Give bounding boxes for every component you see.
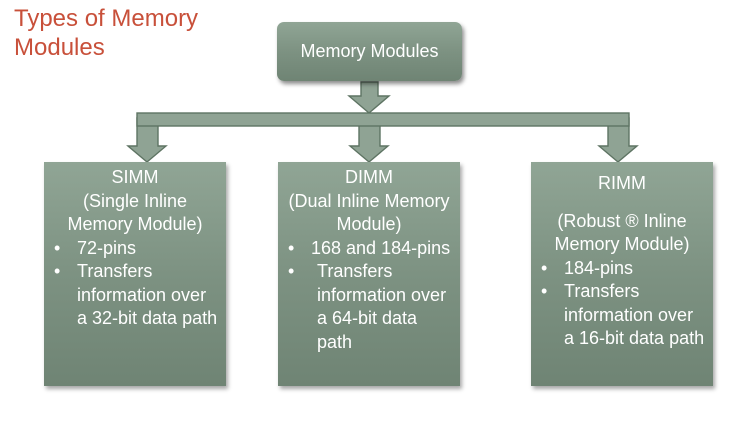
module-name: SIMM <box>111 167 159 187</box>
root-node-memory-modules: Memory Modules <box>277 22 462 81</box>
bullet-pins: 72-pins <box>52 237 218 261</box>
module-name: DIMM <box>345 167 393 187</box>
bullet-pins: 184-pins <box>539 257 705 281</box>
bullet-data-path: Transfers information over a 64-bit data… <box>286 260 452 354</box>
slide-title: Types of Memory Modules <box>14 5 199 61</box>
module-bullet-list: 72-pins Transfers information over a 32-… <box>52 237 218 331</box>
bullet-data-path: Transfers information over a 32-bit data… <box>52 260 218 331</box>
module-subtitle: (Robust ® Inline Memory Module) <box>554 210 690 255</box>
module-box-rimm: RIMM (Robust ® Inline Memory Module) 184… <box>531 162 713 386</box>
module-box-dimm: DIMM (Dual Inline Memory Module) 168 and… <box>278 162 460 386</box>
root-node-label: Memory Modules <box>300 40 439 61</box>
module-bullet-list: 168 and 184-pins Transfers information o… <box>286 237 452 355</box>
module-subtitle: (Dual Inline Memory Module) <box>288 190 450 235</box>
module-name: RIMM <box>598 173 646 193</box>
connector-arrow-root-down <box>347 81 391 114</box>
module-subtitle: (Single Inline Memory Module) <box>67 190 203 235</box>
connector-horizontal-bar <box>136 112 630 127</box>
bullet-pins: 168 and 184-pins <box>286 237 452 261</box>
bullet-data-path: Transfers information over a 16-bit data… <box>539 280 705 351</box>
module-box-simm: SIMM (Single Inline Memory Module) 72-pi… <box>44 162 226 386</box>
module-bullet-list: 184-pins Transfers information over a 16… <box>539 257 705 351</box>
